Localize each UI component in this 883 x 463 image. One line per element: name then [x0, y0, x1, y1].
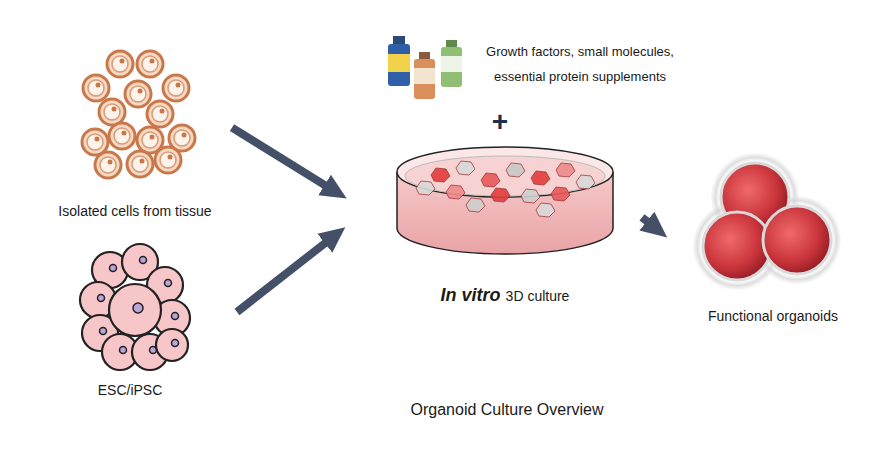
stem-cell-cluster	[80, 244, 190, 370]
isolated-cells-figure	[82, 51, 195, 178]
caption-group: Functional organoids	[704, 306, 842, 326]
plus-sign: +	[486, 108, 514, 136]
supplement-note: Growth factors, small molecules, essenti…	[462, 40, 698, 89]
figure-caption: ESC/iPSC	[98, 382, 163, 398]
flow-arrow	[642, 217, 650, 223]
supplement-bottles	[388, 36, 462, 99]
caption-group: ESC/iPSC	[94, 380, 167, 400]
figure-caption: Isolated cells from tissue	[58, 203, 211, 219]
diagram-title: Organoid Culture Overview	[357, 401, 657, 419]
figure-node: Isolated cells from tissue	[40, 45, 230, 221]
organoid-figure	[693, 153, 841, 290]
figure-caption: 3D culture	[506, 288, 570, 304]
figure-node: ESC/iPSC	[65, 240, 195, 400]
figure-caption: Functional organoids	[708, 308, 838, 324]
culture-dish	[397, 147, 613, 254]
figure-node: In vitro 3D culture	[380, 140, 630, 308]
figure-caption: In vitro	[441, 285, 501, 306]
caption-group: In vitro 3D culture	[437, 283, 574, 308]
figure-node: Functional organoids	[676, 140, 870, 326]
flow-arrow	[232, 128, 328, 187]
flow-arrow	[237, 241, 328, 312]
caption-group: Isolated cells from tissue	[54, 201, 215, 221]
